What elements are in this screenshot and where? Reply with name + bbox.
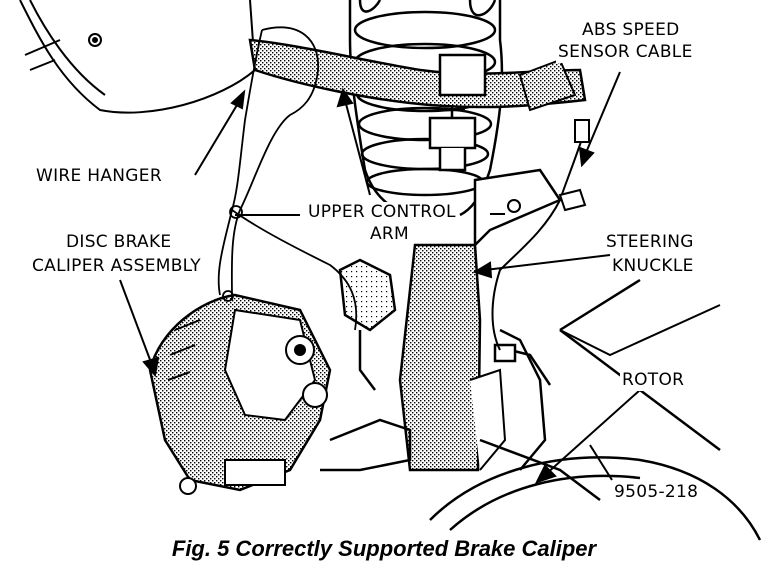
disc-brake-label-line1: DISC BRAKE [64, 232, 174, 253]
abs-speed-label-line1: ABS SPEED [580, 20, 682, 41]
abs-speed-sensor-cable [491, 119, 590, 351]
upper-control-arm-leader-up [344, 99, 371, 196]
wire-hanger [217, 26, 358, 331]
disc-brake-label-line2: CALIPER ASSEMBLY [30, 256, 203, 277]
upper-control-arm-label-line2: ARM [368, 224, 412, 245]
leader-lines [119, 71, 721, 484]
disc-brake-caliper [148, 293, 332, 495]
wire-hanger-leader [194, 99, 241, 176]
figure-number: 9505-218 [612, 482, 701, 503]
ball-joint-nut [428, 105, 477, 172]
rotor-leader [544, 389, 641, 476]
steering-knuckle-label-line2: KNUCKLE [610, 256, 696, 277]
disc-brake-leader [119, 279, 153, 366]
lower-arm [320, 418, 601, 501]
steering-knuckle-leader [484, 254, 611, 271]
figure-caption: Fig. 5 Correctly Supported Brake Caliper [171, 536, 597, 561]
abs-speed-label-line2: SENSOR CABLE [556, 42, 695, 63]
rotor-label: ROTOR [620, 370, 687, 391]
steering-knuckle [398, 168, 562, 472]
abs-leader [584, 71, 621, 156]
upper-control-arm [248, 38, 587, 112]
upper-control-arm-label-line1: UPPER CONTROL [306, 202, 458, 223]
wire-hanger-label: WIRE HANGER [34, 166, 164, 187]
rotor [429, 278, 762, 541]
body-panel [19, 0, 257, 114]
steering-knuckle-label-line1: STEERING [604, 232, 696, 253]
brake-hose [338, 258, 552, 471]
